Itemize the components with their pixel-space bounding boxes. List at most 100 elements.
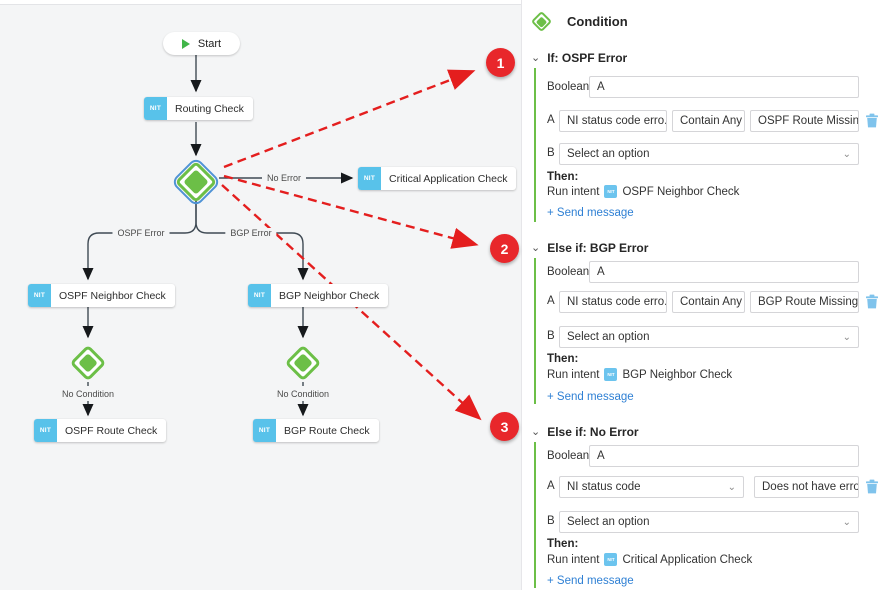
branch-header-label: Else if: No Error [547,425,639,439]
chevron-down-icon[interactable]: ⌄ [531,52,541,64]
row-b-value: Select an option [567,516,650,528]
operator-select[interactable]: Contain Any ⌄ [672,110,745,132]
nit-badge: NIT [604,368,618,381]
nit-badge: NIT [604,553,618,566]
row-b-select[interactable]: Select an option ⌄ [559,326,859,348]
send-message-link[interactable]: + Send message [547,207,634,219]
edge-label-bgp-error: BGP Error [225,228,277,238]
operand-value: NI status code [567,481,641,493]
delete-icon[interactable] [865,479,879,494]
branch-1-header[interactable]: ⌄ If: OSPF Error [531,51,627,65]
chevron-down-icon: ⌄ [842,516,851,528]
annotation-arrow-1 [223,69,476,169]
node-ospf-neighbor-check[interactable]: NIT OSPF Neighbor Check [28,284,175,307]
operand-value: NI status code erro... [567,296,667,308]
value-text: BGP Route Missing [758,296,859,308]
start-node[interactable]: Start [163,32,240,55]
intent-name[interactable]: OSPF Neighbor Check [622,185,740,198]
then-label: Then: [547,538,579,550]
nit-badge: NIT [358,167,381,190]
chevron-down-icon: ⌄ [727,481,736,493]
row-b-value: Select an option [567,331,650,343]
node-label: BGP Neighbor Check [279,289,380,302]
nit-badge: NIT [28,284,51,307]
boolean-input[interactable]: A [589,261,859,283]
run-intent-label: Run intent [547,553,600,566]
chevron-down-icon[interactable]: ⌄ [531,242,541,254]
row-b-label: B [547,515,555,527]
chevron-down-icon[interactable]: ⌄ [531,426,541,438]
row-b-select[interactable]: Select an option ⌄ [559,511,859,533]
boolean-input[interactable]: A [589,76,859,98]
edge-label-no-condition-bgp: No Condition [271,389,335,399]
branch-accent-line [534,68,536,222]
boolean-label: Boolean [547,450,590,462]
intent-name[interactable]: Critical Application Check [622,553,753,566]
branch-accent-line [534,442,536,588]
nit-badge: NIT [248,284,271,307]
nit-badge: NIT [253,419,276,442]
flow-canvas[interactable]: Start NIT Routing Check NIT Critical App… [0,4,521,590]
annotation-marker-2: 2 [490,234,519,263]
then-label: Then: [547,171,579,183]
chevron-down-icon: ⌄ [842,148,851,160]
node-bgp-route-check[interactable]: NIT BGP Route Check [253,419,379,442]
edge-ospf-branch [82,200,197,281]
operator-select[interactable]: Does not have error ⌄ [754,476,859,498]
chevron-down-icon: ⌄ [742,297,744,308]
node-label: Routing Check [175,102,244,115]
send-message-link[interactable]: + Send message [547,575,634,587]
node-label: OSPF Neighbor Check [59,289,166,302]
operator-value: Contain Any [680,115,743,127]
operator-select[interactable]: Contain Any ⌄ [672,291,745,313]
operator-value: Contain Any [680,296,743,308]
row-a-label: A [547,295,555,307]
node-label: OSPF Route Check [65,424,158,437]
operand-select[interactable]: NI status code erro... ⌄ [559,110,667,132]
delete-icon[interactable] [865,113,879,128]
node-ospf-route-check[interactable]: NIT OSPF Route Check [34,419,167,442]
row-b-label: B [547,330,555,342]
boolean-input[interactable]: A [589,445,859,467]
send-message-link[interactable]: + Send message [547,391,634,403]
row-a-label: A [547,480,555,492]
boolean-value: A [597,81,605,93]
operand-select[interactable]: NI status code erro... ⌄ [559,291,667,313]
node-label: Critical Application Check [389,172,508,185]
nit-badge: NIT [144,97,167,120]
play-icon [181,38,190,49]
operand-value: NI status code erro... [567,115,667,127]
annotation-marker-1: 1 [486,48,515,77]
edge-label-no-error: No Error [261,173,307,183]
node-label: BGP Route Check [284,424,370,437]
start-label: Start [197,37,222,50]
node-bgp-neighbor-check[interactable]: NIT BGP Neighbor Check [248,284,389,307]
node-routing-check[interactable]: NIT Routing Check [144,97,253,120]
operand-select[interactable]: NI status code ⌄ [559,476,744,498]
value-input[interactable]: OSPF Route Missing [750,110,859,132]
boolean-value: A [597,450,605,462]
node-critical-application-check[interactable]: NIT Critical Application Check [358,167,517,190]
value-text: OSPF Route Missing [758,115,859,127]
row-a-label: A [547,114,555,126]
edge-bgp-branch [195,200,309,281]
delete-icon[interactable] [865,294,879,309]
branch-header-label: If: OSPF Error [547,51,628,65]
then-label: Then: [547,353,579,365]
condition-panel: Condition ⌄ If: OSPF Error Boolean A A N… [521,0,883,590]
branch-3-header[interactable]: ⌄ Else if: No Error [531,425,639,439]
condition-diamond-icon [530,10,553,33]
branch-2-header[interactable]: ⌄ Else if: BGP Error [531,241,648,255]
value-input[interactable]: BGP Route Missing [750,291,859,313]
nit-badge: NIT [604,185,618,198]
chevron-down-icon: ⌄ [742,116,744,127]
run-intent-line: Run intent NIT BGP Neighbor Check [547,368,732,381]
run-intent-label: Run intent [547,185,600,198]
intent-name[interactable]: BGP Neighbor Check [622,368,733,381]
boolean-label: Boolean [547,266,590,278]
run-intent-line: Run intent NIT OSPF Neighbor Check [547,185,739,198]
branch-accent-line [534,258,536,404]
row-b-select[interactable]: Select an option ⌄ [559,143,859,165]
edge-label-no-condition-ospf: No Condition [56,389,120,399]
